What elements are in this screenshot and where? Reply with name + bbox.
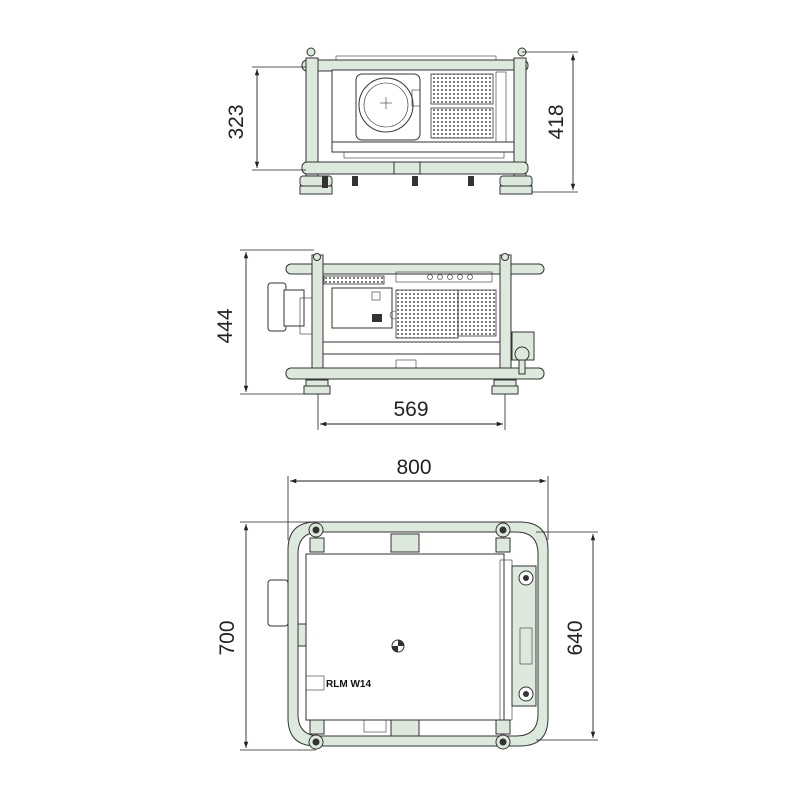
front-dim-label-418: 418 — [545, 104, 568, 139]
top-dim-label-640: 640 — [564, 620, 587, 655]
side-view: 444 569 — [214, 249, 545, 430]
top-coupler-bottom — [390, 717, 420, 737]
side-connector-panel — [331, 287, 393, 329]
side-frame-bottom-tube — [285, 367, 545, 380]
front-view: 323 418 — [225, 47, 578, 195]
top-side-bracket — [511, 565, 537, 707]
side-foot-left — [303, 385, 331, 395]
side-dim-label-569: 569 — [393, 398, 428, 421]
side-lens — [267, 282, 287, 332]
front-vent-upper — [430, 73, 494, 105]
side-control-panel — [395, 271, 493, 283]
front-foot-right — [499, 175, 533, 187]
side-dim-label-444: 444 — [214, 308, 237, 343]
top-view: RLM W14 800 700 640 — [216, 456, 598, 751]
front-vent-lower — [430, 107, 494, 139]
side-vent — [395, 289, 459, 339]
top-dim-label-800: 800 — [396, 456, 431, 479]
front-lift-eye-left — [306, 47, 316, 57]
side-frame-post-right — [499, 254, 512, 386]
side-frame-post-left — [311, 254, 324, 386]
top-model-label: RLM W14 — [326, 679, 371, 690]
top-lens — [267, 579, 289, 627]
top-dim-label-700: 700 — [216, 620, 239, 655]
front-frame-top-tube — [301, 59, 529, 72]
front-dim-label-323: 323 — [225, 104, 248, 139]
top-body — [305, 553, 505, 721]
top-coupler-top — [390, 533, 420, 553]
side-foot-right — [491, 385, 519, 395]
side-fan-grille — [457, 289, 497, 337]
